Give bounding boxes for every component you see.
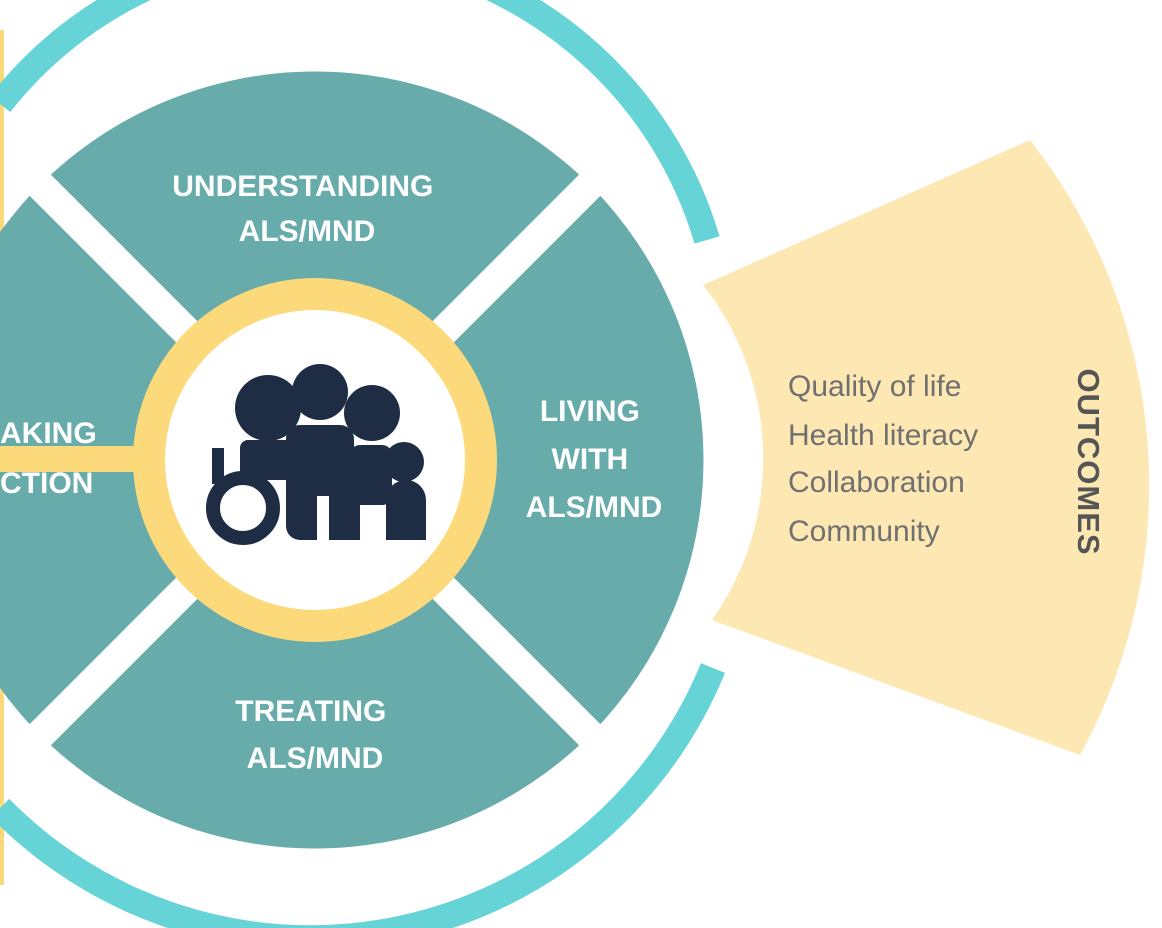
segment-left-line-2: CTION [0, 467, 93, 500]
segment-top-label: UNDERSTANDING ALS/MND [172, 170, 441, 248]
segment-bottom-label: TREATING ALS/MND [235, 695, 394, 775]
outcome-item-1: Quality of life [788, 370, 961, 403]
outcome-item-2: Health literacy [788, 419, 978, 452]
outer-ring-arc-top [0, 0, 720, 244]
segment-left-line-1: AKING [0, 417, 97, 450]
segment-right-line-1: LIVING [540, 395, 640, 428]
segment-right [315, 185, 704, 735]
segment-bottom [40, 460, 590, 849]
people-icon-gap [317, 496, 329, 540]
segment-right-label: LIVING WITH ALS/MND [526, 395, 663, 524]
people-with-wheelchair-icon [206, 364, 426, 545]
outer-ring-arc-bottom [0, 663, 726, 928]
segment-bottom-line-2: ALS/MND [247, 742, 384, 775]
segment-right-line-3: ALS/MND [526, 491, 663, 524]
segment-top-line-2: ALS/MND [239, 215, 376, 248]
segment-bottom-line-1: TREATING [235, 695, 386, 728]
outcome-item-4: Community [788, 515, 940, 548]
outcomes-fan [703, 140, 1150, 755]
segment-top-line-1: UNDERSTANDING [172, 170, 433, 203]
segment-left-label: AKING CTION [0, 417, 105, 500]
segment-right-line-2: WITH [552, 443, 629, 476]
segment-top [40, 71, 590, 460]
outcomes-list: Quality of life Health literacy Collabor… [788, 370, 986, 548]
outcomes-title: OUTCOMES [1071, 368, 1106, 555]
outcome-item-3: Collaboration [788, 466, 965, 499]
